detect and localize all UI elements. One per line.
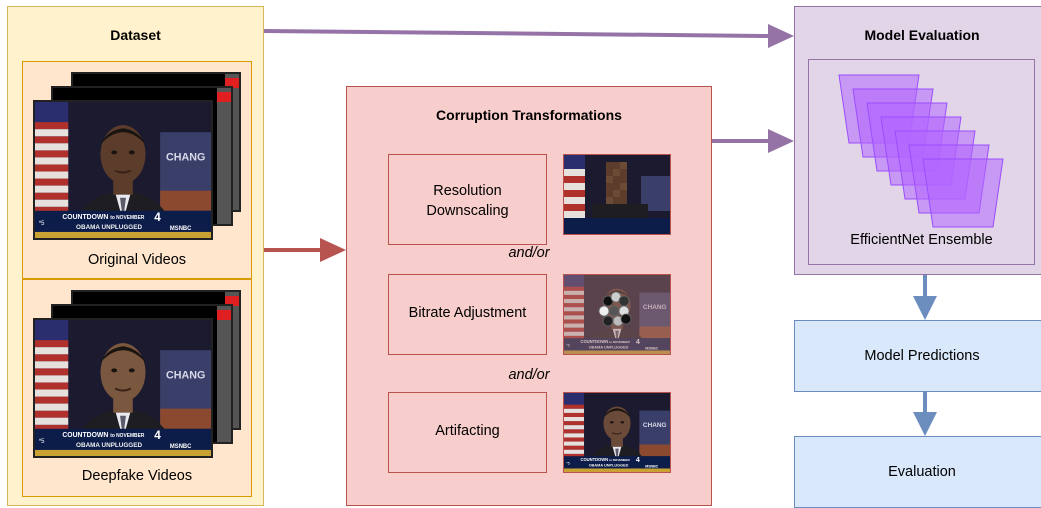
ensemble-layers-graphic	[838, 74, 1004, 228]
svg-text:OBAMA UNPLUGGED: OBAMA UNPLUGGED	[589, 346, 629, 350]
connector-and-or-1: and/or	[508, 245, 550, 261]
svg-text:OBAMA UNPLUGGED: OBAMA UNPLUGGED	[76, 442, 142, 449]
svg-text:COUNTDOWN to NOVEMBER: COUNTDOWN to NOVEMBER	[62, 432, 144, 439]
ensemble-model-layer	[922, 158, 1004, 228]
svg-text:*5: *5	[566, 461, 569, 465]
predictions-to-evaluation-arrow	[913, 392, 937, 436]
model-evaluation-panel: Model Evaluation EfficientNet Ensemble	[794, 6, 1041, 275]
resolution-downscaling-step: Resolution Downscaling	[388, 154, 547, 245]
connector-and-or-2: and/or	[508, 367, 550, 383]
model-predictions-label: Model Predictions	[864, 348, 980, 364]
svg-text:*5: *5	[39, 439, 45, 445]
svg-text:CHANG: CHANG	[166, 369, 205, 381]
dataset-title: Dataset	[110, 27, 161, 43]
svg-text:MSNBC: MSNBC	[170, 226, 192, 232]
artifacting-step: Artifacting	[388, 392, 547, 473]
dataset-to-model-arrow	[263, 24, 794, 48]
svg-text:MSNBC: MSNBC	[645, 346, 658, 350]
corruption-panel: Corruption Transformations Resolution Do…	[346, 86, 712, 506]
downscaled-frame-thumbnail	[563, 154, 671, 235]
bitrate-adjustment-step: Bitrate Adjustment	[388, 274, 547, 355]
svg-text:OBAMA UNPLUGGED: OBAMA UNPLUGGED	[76, 224, 142, 231]
svg-text:4: 4	[154, 428, 161, 442]
svg-text:*5: *5	[566, 343, 569, 347]
svg-text:CHANG: CHANG	[643, 304, 667, 311]
corruption-title: Corruption Transformations	[436, 107, 622, 123]
svg-text:CHANG: CHANG	[643, 422, 667, 429]
svg-text:COUNTDOWN to NOVEMBER: COUNTDOWN to NOVEMBER	[580, 457, 630, 462]
evaluation-box: Evaluation	[794, 436, 1041, 508]
ensemble-panel: EfficientNet Ensemble	[808, 59, 1035, 265]
svg-text:COUNTDOWN to NOVEMBER: COUNTDOWN to NOVEMBER	[580, 339, 630, 344]
artifacting-label: Artifacting	[435, 423, 500, 439]
svg-text:MSNBC: MSNBC	[645, 464, 658, 468]
svg-text:*5: *5	[39, 221, 45, 227]
svg-text:OBAMA UNPLUGGED: OBAMA UNPLUGGED	[589, 464, 629, 468]
model-evaluation-title: Model Evaluation	[864, 27, 980, 43]
svg-text:4: 4	[154, 210, 161, 224]
model-to-predictions-arrow	[913, 275, 937, 320]
svg-text:4: 4	[636, 339, 640, 346]
svg-text:CHANG: CHANG	[166, 151, 205, 163]
dataset-to-corruption-arrow	[264, 238, 346, 262]
deepfake-videos-label: Deepfake Videos	[81, 468, 193, 484]
corruption-to-model-arrow	[712, 129, 794, 153]
evaluation-label: Evaluation	[888, 464, 956, 480]
svg-text:COUNTDOWN to NOVEMBER: COUNTDOWN to NOVEMBER	[62, 214, 144, 221]
svg-text:MSNBC: MSNBC	[170, 444, 192, 450]
efficientnet-ensemble-label: EfficientNet Ensemble	[850, 232, 993, 248]
resolution-downscaling-label: Resolution Downscaling	[426, 183, 509, 219]
original-videos-label: Original Videos	[87, 252, 187, 268]
svg-text:4: 4	[636, 457, 640, 464]
model-predictions-box: Model Predictions	[794, 320, 1041, 392]
bitrate-adjustment-label: Bitrate Adjustment	[408, 305, 527, 321]
